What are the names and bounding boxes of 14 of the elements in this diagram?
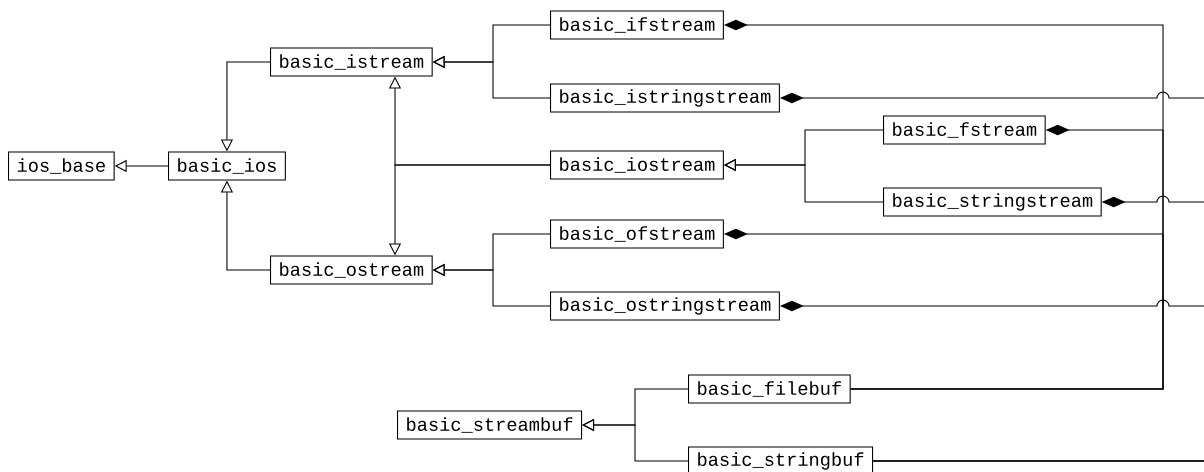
class-box: basic_ostream: [270, 255, 433, 285]
class-box: basic_istream: [270, 47, 433, 77]
class-box: basic_stringbuf: [688, 446, 874, 472]
class-box: basic_ifstream: [550, 10, 724, 40]
class-box: basic_stringstream: [883, 187, 1102, 217]
class-box: basic_fstream: [883, 115, 1046, 145]
class-box: basic_ostringstream: [550, 291, 780, 321]
class-box: basic_istringstream: [550, 83, 780, 113]
class-box: basic_ofstream: [550, 219, 724, 249]
class-box: ios_base: [8, 151, 115, 181]
class-box: basic_iostream: [550, 150, 724, 180]
class-box: basic_streambuf: [397, 410, 583, 440]
class-box: basic_filebuf: [688, 374, 851, 404]
class-box: basic_ios: [168, 151, 286, 181]
